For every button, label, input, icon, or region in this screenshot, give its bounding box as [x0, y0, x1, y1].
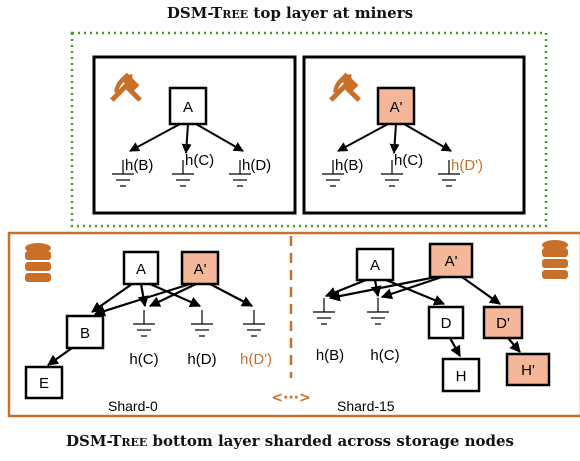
node-e — [24, 365, 64, 400]
database-icon — [542, 240, 568, 279]
top-caption: DSM-Tree top layer at miners — [0, 4, 580, 22]
bottom-caption: DSM-Tree bottom layer sharded across sto… — [0, 432, 580, 450]
node-e-label: E — [39, 375, 49, 392]
node-a-label: A — [370, 257, 380, 274]
top-caption-name: DSM-Tree — [166, 4, 249, 22]
node-d-label: D — [441, 315, 452, 332]
leaf-label: h(D) — [187, 351, 216, 368]
node-a-prime — [428, 242, 474, 279]
top-layer-frame — [70, 31, 548, 228]
leaf-label: h(C) — [129, 351, 158, 368]
node-d-prime-label: D' — [496, 315, 510, 332]
storage-layer-frame — [7, 231, 580, 418]
node-b — [65, 314, 105, 350]
leaf-label-changed: h(D') — [240, 351, 272, 368]
miner-right-panel: A' h(B) h(C) h(D') — [302, 55, 526, 215]
shard-0-label: Shard-0 — [108, 398, 158, 414]
shard-15-label: Shard-15 — [337, 398, 395, 414]
shard-15-panel: A A' h(B) h(C) D D' H H' Shard-15 — [312, 240, 568, 414]
node-h-prime-label: H' — [521, 362, 535, 379]
leaf-label: h(B) — [335, 157, 363, 174]
node-a-label: A — [136, 261, 146, 278]
database-icon — [25, 243, 51, 282]
leaf-label: h(B) — [125, 157, 153, 174]
bottom-caption-name: DSM-Tree — [66, 432, 148, 450]
bottom-caption-rest: bottom layer sharded across storage node… — [147, 432, 514, 450]
leaf-label: h(C) — [185, 152, 214, 169]
node-h-label: H — [456, 368, 467, 385]
bidirectional-arrow-icon: <···> — [271, 390, 310, 406]
miner-left-panel: A h(B) h(C) h(D) — [92, 55, 297, 215]
top-caption-rest: top layer at miners — [248, 4, 414, 22]
node-h-prime — [505, 352, 551, 387]
shard-0-panel: A A' B E h(C) h(D) h(D') Shard-0 — [24, 243, 272, 414]
node-h — [441, 357, 481, 393]
node-a-prime — [180, 250, 220, 286]
node-b-label: B — [80, 325, 90, 342]
node-a-prime-label: A' — [194, 261, 207, 278]
node-a-prime-label: A' — [390, 99, 403, 116]
leaf-label: h(C) — [394, 152, 423, 169]
node-d-prime — [482, 305, 524, 340]
leaf-label: h(D) — [242, 157, 271, 174]
node-a-prime-label: A' — [445, 253, 458, 270]
node-a — [168, 86, 208, 126]
leaf-label-changed: h(D') — [451, 157, 483, 174]
node-a-label: A — [183, 99, 193, 116]
leaf-label: h(C) — [370, 347, 399, 364]
leaf-label: h(B) — [316, 347, 344, 364]
node-d — [427, 305, 465, 340]
